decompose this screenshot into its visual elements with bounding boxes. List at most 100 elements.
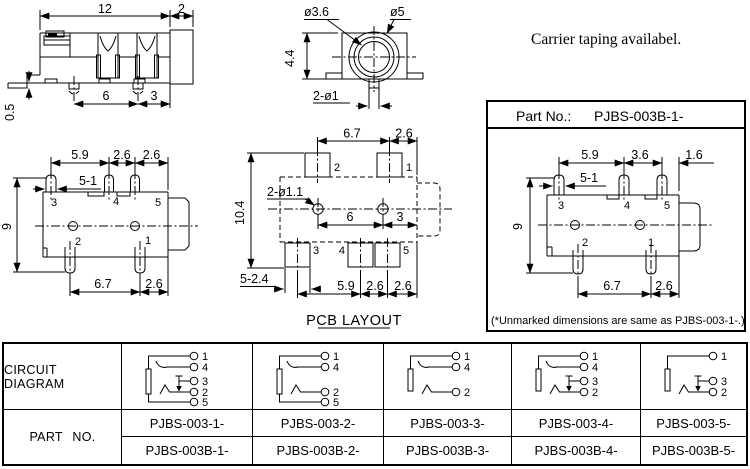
part-no-b-cell: PJBS-003B-4-	[512, 437, 641, 464]
part-no-b-cell: PJBS-003B-1-	[122, 437, 253, 464]
circuit-diagram-3: 14 2	[407, 351, 470, 399]
top-view-b-geometry	[526, 157, 714, 298]
terminal-label: 4	[592, 362, 598, 374]
terminal-label: 4	[202, 362, 208, 374]
pad-number: 5	[403, 245, 409, 257]
part-no-cell: PJBS-003-5-	[641, 410, 746, 437]
terminal-label: 2	[333, 387, 339, 399]
part-no-cell: PJBS-003-3-	[384, 410, 512, 437]
pcb-layout-drawing: 6.7 2.6 2 1 2-ø1.1 6 3 10.4 3 4 5 5-2.4 …	[233, 127, 452, 329]
dim-label: 6	[347, 210, 354, 224]
terminal-label: 3	[592, 376, 598, 388]
top-view-geometry	[13, 157, 198, 296]
pad-number: 2	[334, 162, 340, 174]
pad-number: 4	[339, 245, 345, 257]
unmarked-dimensions-note: (*Unmarked dimensions are same as PJBS-0…	[491, 315, 745, 327]
terminal-label: 1	[202, 351, 208, 363]
terminal-label: 3	[721, 376, 727, 388]
terminal-label: 5	[202, 397, 208, 409]
pin-number: 2	[75, 236, 81, 248]
terminal-label: 4	[464, 362, 470, 374]
pin-width-callout: 5-1	[580, 171, 598, 185]
pcb-layout-geometry	[240, 137, 452, 329]
dim-label: 2.6	[655, 279, 672, 293]
pin-number: 1	[648, 237, 654, 249]
part-no-cell: PJBS-003-2-	[253, 410, 384, 437]
dim-label: 2.6	[395, 127, 412, 141]
terminal-label: 2	[464, 387, 470, 399]
pcb-layout-title: PCB LAYOUT	[306, 313, 402, 329]
pin-number: 2	[582, 237, 588, 249]
part-no-b-cell: PJBS-003B-5-	[651, 443, 736, 458]
dim-label: 2.6	[113, 148, 130, 162]
dim-label: 6.7	[94, 277, 111, 291]
part-no-cell: PJBS-003-4-	[512, 410, 641, 437]
dim-label: 3	[397, 210, 404, 224]
dim-label: ø3.6	[304, 5, 329, 19]
hole-callout: 2-ø1.1	[267, 185, 303, 199]
dim-label: 2-ø1	[313, 89, 339, 103]
terminal-label: 5	[333, 397, 339, 409]
part-no-box: Part No.: PJBS-003B-1-	[486, 100, 746, 332]
terminal-label: 3	[202, 376, 208, 388]
dim-label: 5.9	[71, 148, 88, 162]
dim-label: 0.5	[3, 104, 17, 121]
end-view-drawing: ø3.6 ø5 2-ø1 4.4	[283, 5, 424, 110]
dim-label: 3.6	[631, 148, 648, 162]
dim-label: 2	[178, 2, 185, 16]
dim-label: 5.9	[337, 279, 354, 293]
part-no-label: Part No.:	[516, 108, 572, 124]
dim-label: 4.4	[283, 50, 297, 67]
pin-number: 3	[51, 197, 57, 209]
dim-label: 6.7	[603, 279, 620, 293]
terminal-label: 1	[464, 351, 470, 363]
end-view-geometry	[302, 19, 424, 110]
carrier-taping-note: Carrier taping availabel.	[531, 31, 682, 48]
dim-label: ø5	[390, 5, 405, 19]
terminal-label: 2	[592, 387, 598, 399]
circuit-diagram-header: CIRCUIT DIAGRAM	[4, 344, 122, 410]
pin-width-callout: 5-1	[79, 174, 97, 188]
dim-label: 6.7	[343, 127, 360, 141]
dim-label: 9	[0, 223, 14, 230]
pad-number: 3	[313, 245, 319, 257]
pin-number: 5	[155, 197, 161, 209]
pad-width-callout: 5-2.4	[240, 272, 269, 286]
terminal-label: 2	[202, 387, 208, 399]
dim-label: 2.6	[143, 148, 160, 162]
terminal-label: 1	[333, 351, 339, 363]
dim-label: 2.6	[145, 277, 162, 291]
terminal-label: 4	[333, 362, 339, 374]
dim-label: 10.4	[233, 201, 247, 225]
part-no-header: PART NO.	[4, 410, 122, 464]
dim-label: 6	[103, 89, 110, 103]
side-view-drawing: 12 2 6 3 0.5	[3, 2, 194, 121]
side-view-geometry	[7, 10, 194, 108]
circuit-diagram-5: 132	[664, 351, 727, 399]
terminal-label: 1	[721, 351, 727, 363]
circuit-diagram-4: 14 32	[535, 351, 598, 399]
circuit-diagram-2: 14 25	[276, 351, 339, 409]
top-view-b-drawing: 5.9 3.6 1.6 5-1 9 6.7 2.6 3 4 5 2 1	[511, 148, 714, 298]
part-no-box-header: Part No.: PJBS-003B-1-	[488, 102, 744, 129]
pin-number: 1	[145, 235, 151, 247]
pin-number: 4	[624, 200, 630, 212]
terminal-label: 1	[592, 351, 598, 363]
pin-number: 4	[113, 196, 119, 208]
dim-label: 3	[151, 89, 158, 103]
dim-label: 5.9	[581, 148, 598, 162]
part-no-b-cell: PJBS-003B-2-	[253, 437, 384, 464]
dim-label: 9	[511, 223, 525, 230]
pin-number: 5	[664, 200, 670, 212]
pad-number: 1	[406, 162, 412, 174]
dim-label: 1.6	[685, 148, 702, 162]
dim-label: 2.6	[366, 279, 383, 293]
top-view-drawing: 5.9 2.6 2.6 5-1 9 6.7 2.6 3 4 5 2 1	[0, 148, 198, 296]
pin-number: 3	[558, 200, 564, 212]
